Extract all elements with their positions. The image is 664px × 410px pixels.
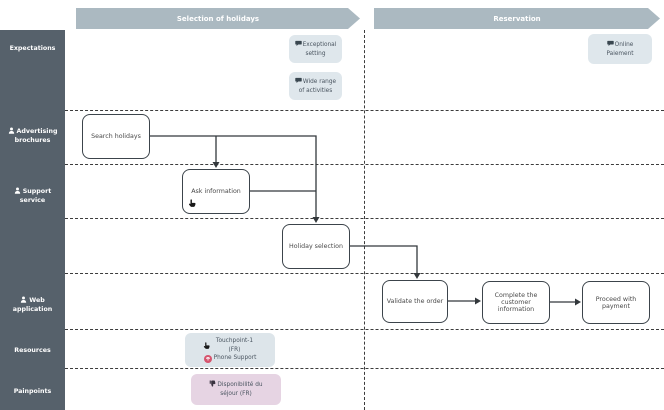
lane-header-column [0, 30, 65, 410]
step-proceed-with-payment[interactable]: Proceed with payment [582, 281, 650, 324]
person-icon [21, 296, 27, 303]
phone-icon [203, 354, 212, 363]
phase-label: Selection of holidays [176, 14, 260, 23]
lane-label-painpoints[interactable]: Painpoints [0, 387, 65, 396]
hand-pointer-icon [203, 342, 210, 350]
resource-touchpoint: Touchpoint-1 (FR) [203, 337, 258, 354]
speech-bubble-icon [606, 40, 614, 46]
lane-label-advertising-brochures[interactable]: Advertising brochures [0, 127, 65, 145]
step-ask-information[interactable]: Ask information [182, 169, 250, 214]
speech-bubble-icon [295, 77, 302, 83]
expectation-note-exceptional-setting[interactable]: Exceptional setting [289, 35, 342, 63]
note-text: Exceptional setting [292, 40, 339, 58]
step-complete-customer-information[interactable]: Complete the customer information [482, 281, 550, 324]
step-label: Complete the customer information [494, 292, 538, 313]
hand-pointer-icon [188, 199, 196, 209]
lane-label-text: Painpoints [13, 388, 52, 395]
lane-label-text: Expectations [9, 45, 56, 52]
resource-label: Touchpoint-1 (FR) [215, 337, 254, 353]
resources-chip[interactable]: Touchpoint-1 (FR) Phone Support [185, 333, 275, 367]
note-text: Wide range of activities [292, 77, 339, 95]
step-label: Ask information [191, 188, 241, 195]
lane-label-text: Advertising brochures [14, 128, 58, 145]
phase-banner-reservation[interactable]: Reservation [374, 8, 660, 29]
lane-label-text: Resources [14, 347, 51, 354]
step-holiday-selection[interactable]: Holiday selection [282, 224, 350, 269]
expectation-note-online-paiement[interactable]: Online Paiement [588, 34, 652, 64]
lane-label-support-service[interactable]: Support service [0, 187, 65, 205]
painpoint-text: Disponibilité du séjour (FR) [205, 380, 267, 398]
step-label: Holiday selection [289, 243, 343, 250]
lane-label-expectations[interactable]: Expectations [0, 44, 65, 53]
note-text: Online Paiement [606, 40, 634, 57]
resource-label: Phone Support [213, 355, 257, 362]
phase-label: Reservation [493, 14, 541, 23]
thumbs-down-icon [210, 380, 216, 387]
person-icon [8, 127, 14, 134]
step-search-holidays[interactable]: Search holidays [82, 114, 150, 159]
lane-label-resources[interactable]: Resources [0, 346, 65, 355]
step-label: Proceed with payment [595, 295, 637, 310]
painpoint-chip[interactable]: Disponibilité du séjour (FR) [191, 374, 281, 405]
lane-label-text: Support service [19, 188, 52, 205]
phase-divider [364, 30, 365, 410]
phase-banner-selection-of-holidays[interactable]: Selection of holidays [76, 8, 360, 29]
lane-label-text: Web application [12, 297, 53, 314]
person-icon [14, 187, 20, 194]
resource-phone-support: Phone Support [203, 354, 257, 363]
step-label: Validate the order [386, 298, 444, 305]
expectation-note-wide-range-of-activities[interactable]: Wide range of activities [289, 72, 342, 100]
lane-label-web-application[interactable]: Web application [0, 296, 65, 314]
step-validate-the-order[interactable]: Validate the order [382, 280, 448, 323]
step-label: Search holidays [91, 133, 141, 140]
speech-bubble-icon [294, 40, 302, 46]
